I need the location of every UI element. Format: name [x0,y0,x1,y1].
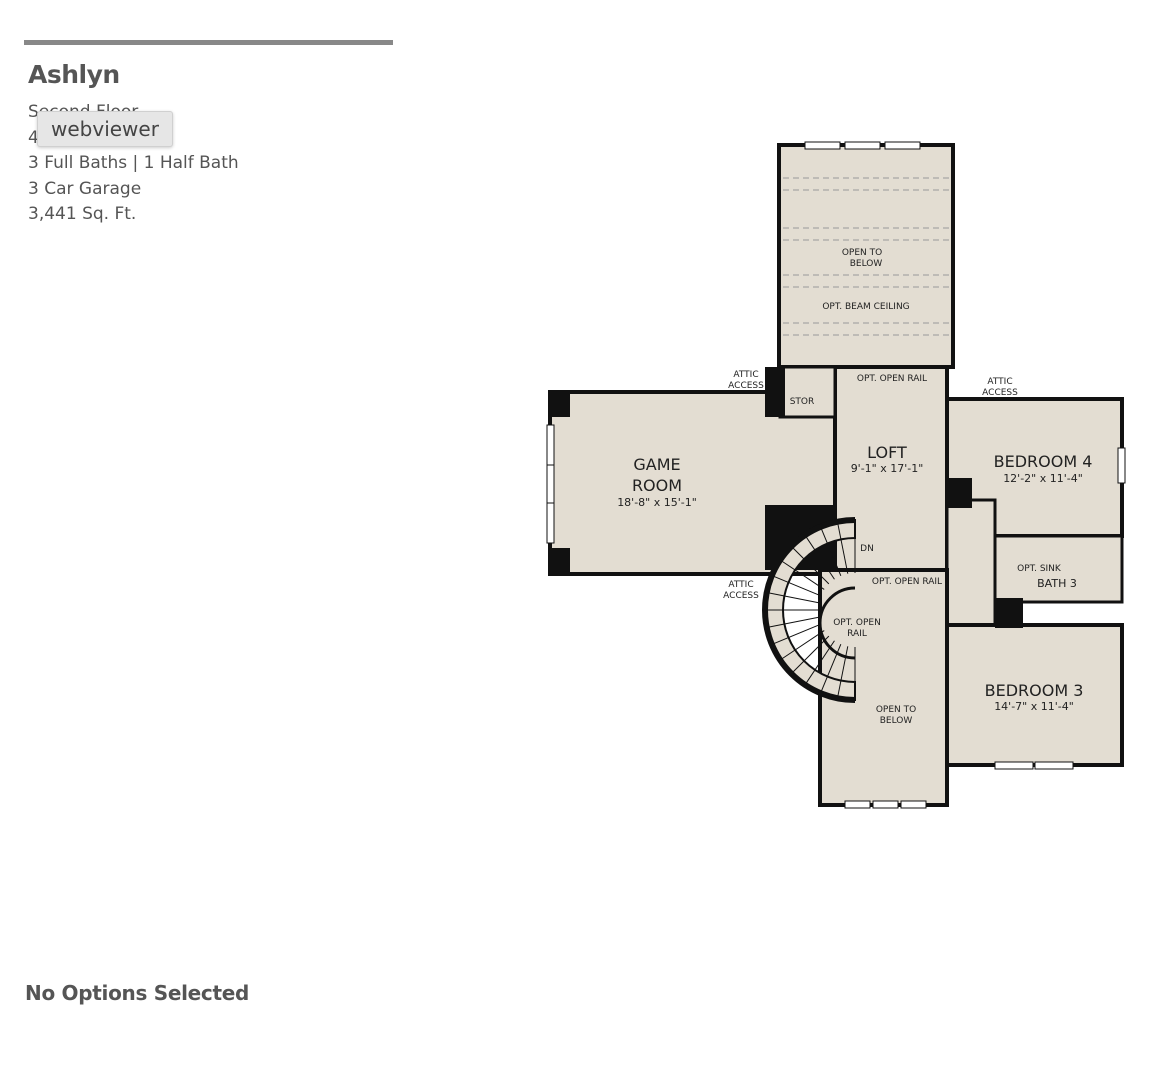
attic-access-label: ATTIC [733,370,758,380]
stair-tread [768,616,819,628]
stair-tread [820,528,842,577]
hall [945,498,997,627]
game-room-name: GAME [633,455,680,474]
stor-label: STOR [790,397,815,407]
game-room-dims: 18'-8" x 15'-1" [617,496,697,509]
open-to-below-label: OPEN TO [842,248,882,258]
bedroom-4-dims: 12'-2" x 11'-4" [1003,472,1083,485]
stair-tread [773,575,822,597]
open-rail-label-4: RAIL [847,629,867,639]
bedroom-3-name: BEDROOM 3 [985,681,1084,700]
open-rail-label-2: OPT. OPEN RAIL [872,577,942,587]
open-to-below-label-2: BELOW [850,259,883,269]
garage: 3 Car Garage [28,178,142,199]
stair-tread [781,630,825,660]
stair-tread [781,560,825,590]
bedroom-3-dims: 14'-7" x 11'-4" [994,700,1074,713]
attic-access-label-2: ACCESS [728,381,764,391]
game-room[interactable] [548,390,837,576]
stair-tread [773,623,822,645]
plan-title: Ashlyn [28,60,120,89]
bedrooms: 4 [28,127,39,148]
stair-tread [792,635,830,673]
loft-name: LOFT [867,443,907,462]
stair-tread [792,547,830,585]
stair-tread [820,643,842,692]
attic-access-label-b4-2: ACCESS [982,388,1018,398]
attic-access-label-lower-2: ACCESS [723,591,759,601]
stair-tread [837,523,849,574]
down-label: DN [860,544,874,554]
open-rail-label: OPT. OPEN RAIL [857,374,927,384]
square-feet: 3,441 Sq. Ft. [28,204,137,224]
stair-tread [837,646,849,697]
open-rail-label-3: OPT. OPEN [833,618,881,628]
stair-tread [805,536,835,580]
loft-dims: 9'-1" x 17'-1" [851,462,924,475]
beam-ceiling-label: OPT. BEAM CEILING [822,302,909,312]
game-room-name-2: ROOM [632,476,682,495]
bedroom-4-name: BEDROOM 4 [994,452,1093,471]
header-divider [24,40,393,45]
baths: 3 Full Baths | 1 Half Bath [28,153,239,173]
bath-3-name: BATH 3 [1037,577,1077,590]
open-below-lower-label-2: BELOW [880,716,913,726]
stor [778,365,837,419]
tooltip: webviewer [37,111,173,147]
stair-tread [805,640,835,684]
options-status: No Options Selected [25,981,250,1005]
stair-tread [768,592,819,604]
attic-access-label-lower: ATTIC [728,580,753,590]
attic-access-label-b4: ATTIC [987,377,1012,387]
bath-3-opt-sink: OPT. SINK [1017,564,1062,574]
open-below-lower-label: OPEN TO [876,705,916,715]
